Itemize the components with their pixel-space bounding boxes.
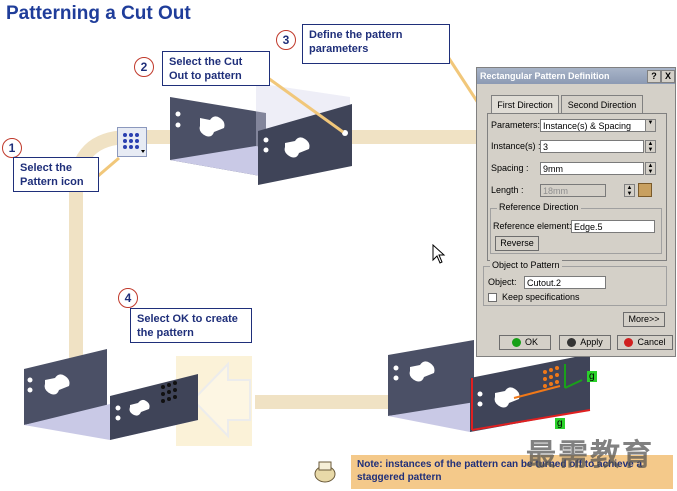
object-label: Object: [488,277,517,287]
step-4-number: 4 [118,288,138,308]
sheetmetal-part-top [170,83,352,185]
reference-direction-title: Reference Direction [497,202,581,212]
reference-direction-group: Reference Direction Reference element: E… [490,202,662,254]
step-2-number: 2 [134,57,154,77]
watermark: 最需教育 [526,439,654,472]
model-label-g2: g [555,418,565,429]
parameters-dropdown-icon[interactable]: ▼ [645,119,656,132]
dialog-title-bar[interactable]: Rectangular Pattern Definition ? X [477,68,675,84]
callout-step-3: Define the pattern parameters [302,24,450,64]
ok-icon [511,338,521,348]
mouse-cursor-icon [432,244,446,264]
measure-icon[interactable] [638,183,652,197]
dialog-title: Rectangular Pattern Definition [480,71,610,81]
instances-spinner[interactable]: ▲▼ [645,140,656,153]
keep-specifications-checkbox[interactable] [488,293,497,302]
spacing-label: Spacing : [491,163,529,173]
instances-input[interactable]: 3 [540,140,644,153]
page-title: Patterning a Cut Out [6,3,191,24]
keep-specifications-label: Keep specifications [502,292,580,302]
length-input: 18mm [540,184,606,197]
ok-label: OK [524,337,538,347]
rectangular-pattern-icon[interactable] [117,127,147,157]
object-input[interactable]: Cutout.2 [524,276,606,289]
instances-label: Instance(s) : [491,141,541,151]
note-hand-icon [314,461,336,483]
object-to-pattern-title: Object to Pattern [490,260,562,270]
rectangular-pattern-dialog: Rectangular Pattern Definition ? X First… [476,67,676,357]
reference-element-input[interactable]: Edge.5 [571,220,655,233]
step-1-number: 1 [2,138,22,158]
spacing-spinner[interactable]: ▲▼ [645,162,656,175]
step-3-number: 3 [276,30,296,50]
object-to-pattern-group: Object to Pattern Object: Cutout.2 Keep … [483,260,667,306]
close-button[interactable]: X [661,70,675,83]
note-box: Note: instances of the pattern can be tu… [351,455,673,489]
reverse-button[interactable]: Reverse [495,236,539,251]
apply-label: Apply [580,337,603,347]
model-label-g1: g [587,371,597,382]
callout-step-2: Select the Cut Out to pattern [162,51,270,86]
more-button[interactable]: More>> [623,312,665,327]
help-button[interactable]: ? [647,70,661,83]
first-direction-panel: Parameters: Instance(s) & Spacing ▼ Inst… [487,113,667,261]
parameters-select[interactable]: Instance(s) & Spacing [540,119,652,132]
parameters-label: Parameters: [491,120,541,130]
ok-button[interactable]: OK [499,335,551,350]
cancel-label: Cancel [637,337,666,347]
length-label: Length : [491,185,524,195]
callout-step-4: Select OK to create the pattern [130,308,252,343]
cancel-button[interactable]: Cancel [617,335,673,350]
apply-button[interactable]: Apply [559,335,611,350]
tab-first-direction[interactable]: First Direction [491,95,559,113]
tab-second-direction[interactable]: Second Direction [561,95,643,113]
length-spinner: ▲▼ [624,184,635,197]
cancel-icon [624,338,634,348]
pattern-grid-icon [123,133,145,153]
apply-icon [567,338,577,348]
spacing-input[interactable]: 9mm [540,162,644,175]
sheetmetal-part-result [24,349,198,440]
reference-element-label: Reference element: [493,221,572,231]
sheetmetal-part-preview [388,340,591,432]
callout-step-1: Select the Pattern icon [13,157,99,192]
back-arrow-icon [191,361,251,439]
